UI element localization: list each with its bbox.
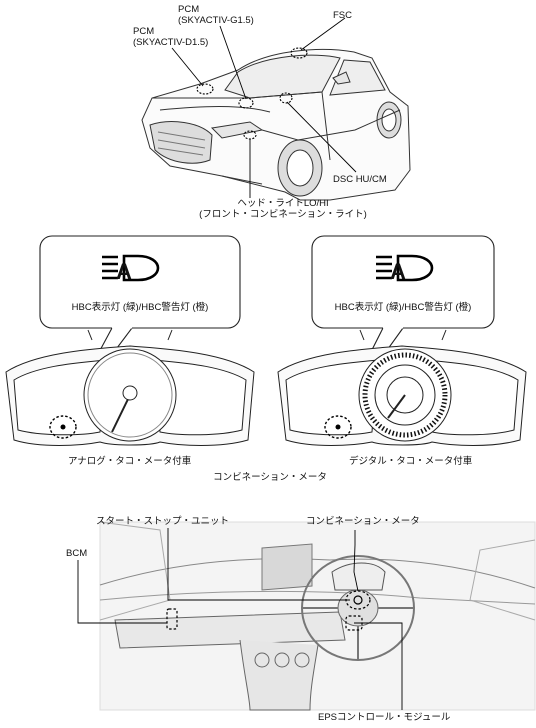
eps-control-module-label: EPSコントロール・モジュール bbox=[318, 712, 451, 723]
fsc-label: FSC bbox=[333, 10, 352, 21]
car-leader-lines bbox=[171, 17, 357, 198]
dashboard-illustration bbox=[99, 521, 536, 711]
start-stop-unit-label: スタート・ストップ・ユニット bbox=[96, 516, 230, 527]
left-callout-text: HBC表示灯 (緑)/HBC警告灯 (橙) bbox=[71, 302, 209, 313]
combination-meter-caption: コンビネーション・メータ bbox=[213, 472, 327, 483]
high-beam-control-icon-right bbox=[376, 254, 434, 282]
digital-meter-caption: デジタル・タコ・メータ付車 bbox=[349, 456, 473, 467]
hbc-icon-letter-right: A bbox=[390, 259, 406, 284]
right-hbc-marker bbox=[324, 415, 352, 439]
hbc-icon-letter-left: A bbox=[116, 259, 132, 284]
car-illustration bbox=[141, 48, 411, 201]
headlight-label: ヘッド・ライトLO/HI (フロント・コンビネーション・ライト) bbox=[199, 198, 367, 220]
high-beam-control-icon-left bbox=[102, 254, 160, 282]
dsc-hu-cm-label: DSC HU/CM bbox=[333, 174, 387, 185]
analog-meter-caption: アナログ・タコ・メータ付車 bbox=[68, 456, 192, 467]
left-hbc-indicator-icon bbox=[60, 424, 66, 430]
dashboard-leader-lines bbox=[77, 528, 403, 710]
right-hbc-indicator-icon bbox=[335, 424, 341, 430]
bcm-label: BCM bbox=[66, 548, 88, 559]
left-hbc-marker bbox=[49, 415, 77, 439]
right-callout-text: HBC表示灯 (緑)/HBC警告灯 (橙) bbox=[334, 302, 472, 313]
right-meter-illustration bbox=[277, 235, 527, 446]
pcm-d15-label: PCM (SKYACTIV-D1.5) bbox=[133, 26, 209, 48]
left-meter-illustration bbox=[5, 235, 255, 446]
combination-meter-label: コンビネーション・メータ bbox=[306, 516, 420, 527]
pcm-g15-label: PCM (SKYACTIV-G1.5) bbox=[178, 4, 254, 26]
